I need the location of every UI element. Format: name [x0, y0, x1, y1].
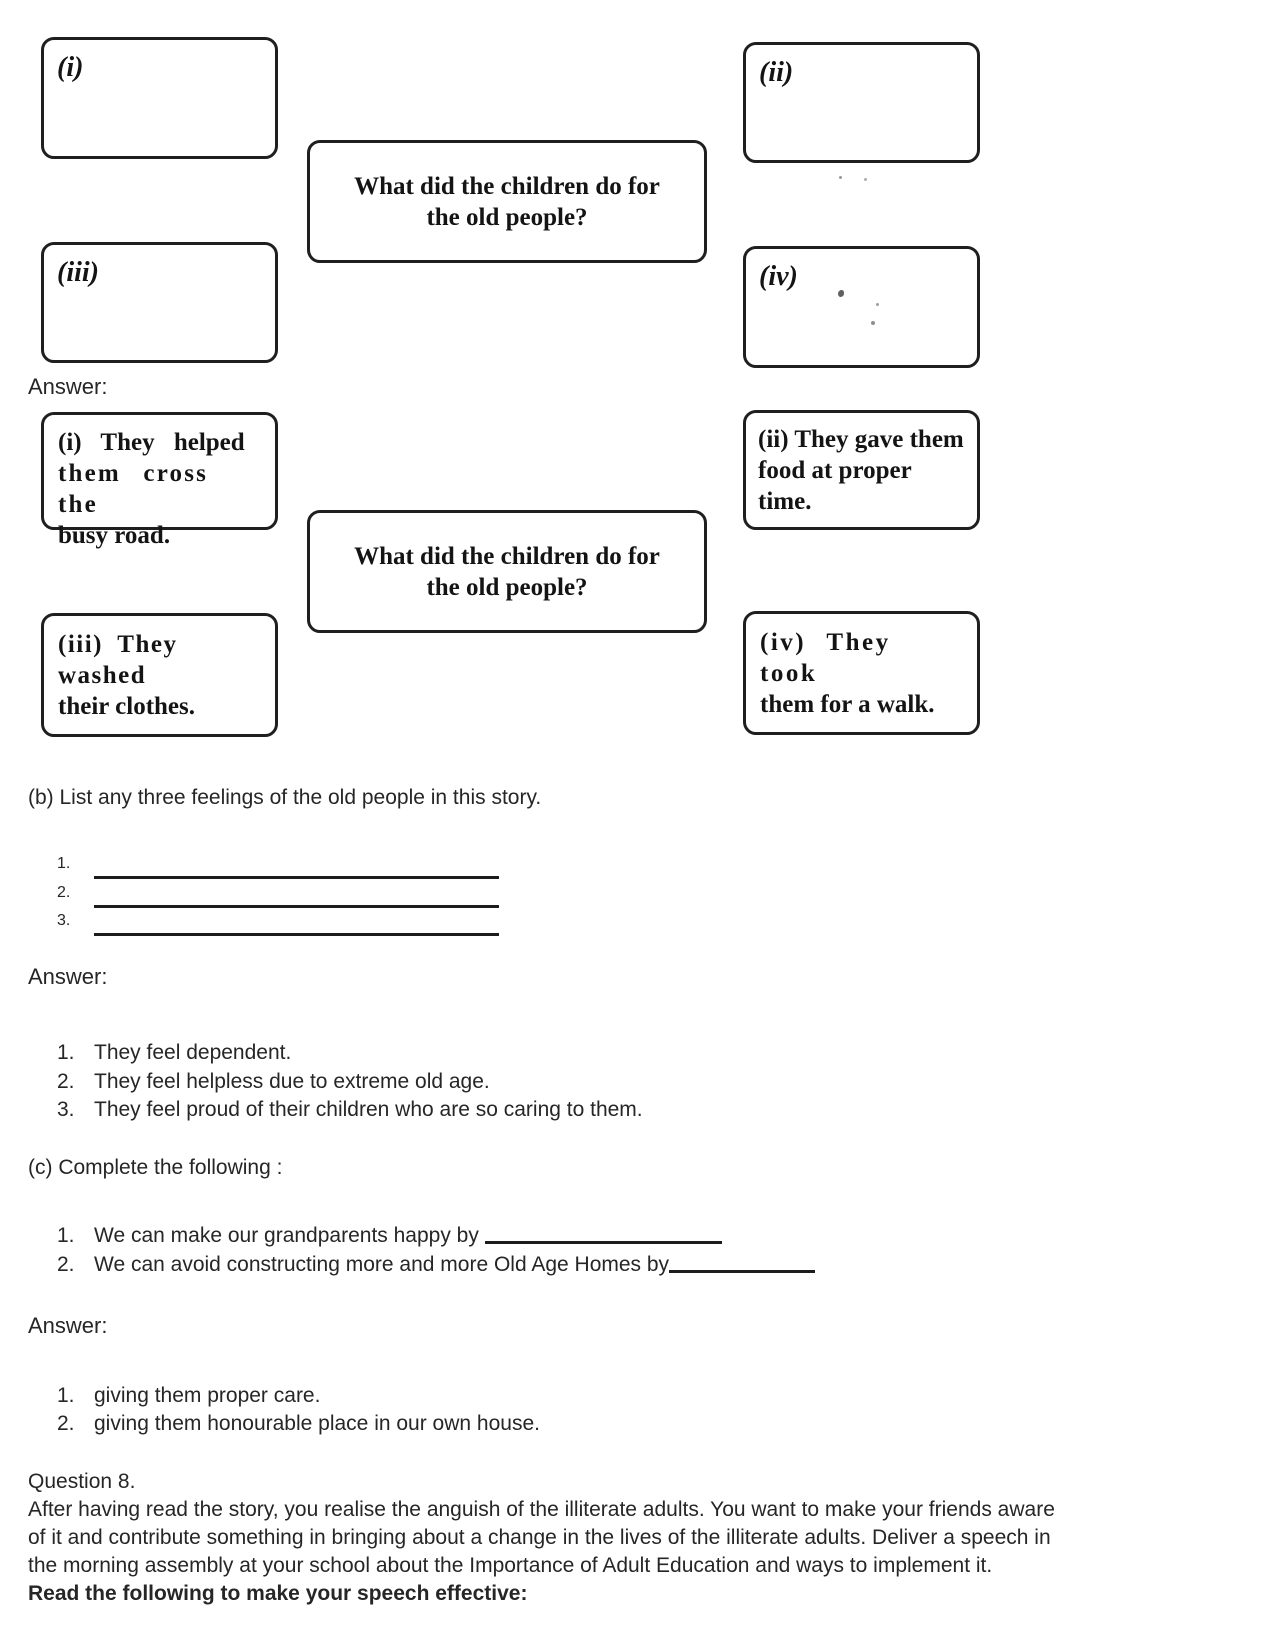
item-text: giving them honourable place in our own …: [94, 1412, 540, 1435]
answer-box-i: (i) They helped them cross the busy road…: [41, 412, 278, 549]
answer-box-iii-line: (iii) They washed: [58, 630, 178, 689]
item-text: They feel proud of their children who ar…: [94, 1098, 643, 1121]
item-number: 1.: [57, 1224, 75, 1247]
answer-box-i-line: them cross the: [58, 460, 209, 518]
answer-box-ii: (ii) They gave them food at proper time.: [743, 410, 980, 530]
scan-speck: [839, 176, 842, 179]
blank-line: [94, 855, 499, 879]
answer-box-iv-line: (iv) They took: [760, 628, 891, 687]
question8-paragraph-line: of it and contribute something in bringi…: [28, 1526, 1051, 1549]
question-box-i: (i): [41, 37, 278, 159]
list-item: 1. giving them proper care.: [57, 1383, 320, 1409]
blank-row: 3.: [57, 912, 499, 936]
fill-item: 2. We can avoid constructing more and mo…: [57, 1252, 816, 1278]
list-item: 3. They feel proud of their children who…: [57, 1097, 643, 1123]
fill-item: 1. We can make our grandparents happy by: [57, 1223, 722, 1249]
item-text: giving them proper care.: [94, 1384, 321, 1407]
question8-paragraph-line: the morning assembly at your school abou…: [28, 1554, 993, 1577]
answer-center-line-1: What did the children do for: [354, 542, 660, 570]
list-item: 1. They feel dependent.: [57, 1040, 291, 1066]
blank-number: 1.: [57, 855, 71, 872]
blank-number: 2.: [57, 884, 71, 901]
item-number: 2.: [57, 1412, 75, 1435]
blank-number: 3.: [57, 912, 71, 929]
scan-speck: [876, 303, 879, 306]
list-item: 2. They feel helpless due to extreme old…: [57, 1069, 490, 1095]
blank-row: 1.: [57, 855, 499, 879]
question-box-ii: (ii): [743, 42, 980, 163]
question8-paragraph-line: After having read the story, you realise…: [28, 1498, 1055, 1521]
question-line-1: What did the children do for: [354, 172, 660, 200]
answer-center-box: What did the children do for the old peo…: [307, 510, 707, 633]
item-number: 1.: [57, 1384, 75, 1407]
item-number: 1.: [57, 1041, 75, 1064]
answer-box-iii: (iii) They washed their clothes.: [41, 613, 278, 737]
box-iv-label: (iv): [759, 261, 798, 292]
item-text: They feel helpless due to extreme old ag…: [94, 1070, 490, 1093]
section-b-heading: (b) List any three feelings of the old p…: [28, 786, 542, 809]
blank-line: [94, 912, 499, 936]
answer-box-iv-line: them for a walk.: [760, 690, 935, 718]
item-number: 2.: [57, 1070, 75, 1093]
fill-blank: [484, 1223, 722, 1244]
blank-line: [94, 884, 499, 908]
answer-box-iii-line: their clothes.: [58, 692, 196, 720]
answer-box-i-line: (i) They helped: [58, 429, 245, 456]
fill-blank: [669, 1252, 816, 1273]
item-text: They feel dependent.: [94, 1041, 292, 1064]
blank-row: 2.: [57, 884, 499, 908]
answer-label-1: Answer:: [28, 374, 108, 399]
item-text: We can avoid constructing more and more …: [94, 1253, 670, 1276]
scan-speck: [864, 178, 867, 181]
answer-box-ii-line: food at proper time.: [758, 456, 912, 515]
scan-speck: [871, 321, 875, 325]
question-center-box: What did the children do for the old peo…: [307, 140, 707, 263]
scan-speck: [838, 290, 844, 297]
question8-label: Question 8.: [28, 1470, 136, 1493]
question-line-2: the old people?: [426, 203, 588, 231]
answer-label-3: Answer:: [28, 1313, 108, 1338]
list-item: 2. giving them honourable place in our o…: [57, 1411, 540, 1437]
question-box-iii: (iii): [41, 242, 278, 363]
item-number: 2.: [57, 1253, 75, 1276]
answer-box-iv: (iv) They took them for a walk.: [743, 611, 980, 735]
answer-center-line-2: the old people?: [426, 573, 588, 601]
question8-bold-line: Read the following to make your speech e…: [28, 1582, 528, 1605]
answer-box-i-line: busy road.: [58, 522, 171, 549]
answer-box-ii-line: (ii) They gave them: [758, 425, 964, 453]
item-number: 3.: [57, 1098, 75, 1121]
section-c-heading: (c) Complete the following :: [28, 1156, 283, 1179]
item-text: We can make our grandparents happy by: [94, 1224, 479, 1247]
question-box-iv: (iv): [743, 246, 980, 368]
box-ii-label: (ii): [759, 57, 794, 88]
box-iii-label: (iii): [57, 257, 99, 288]
box-i-label: (i): [57, 52, 84, 83]
answer-label-2: Answer:: [28, 964, 108, 989]
